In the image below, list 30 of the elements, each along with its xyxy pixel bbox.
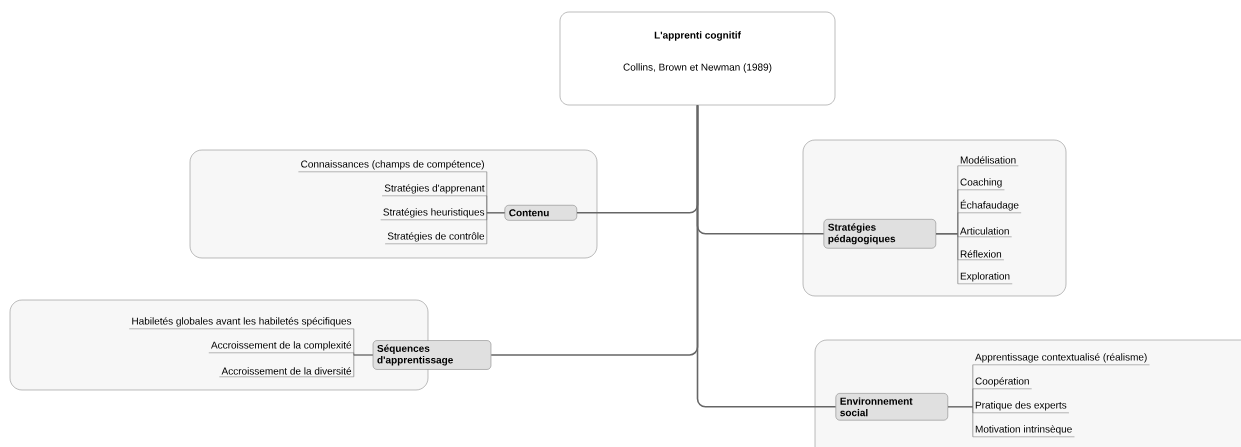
underlined-label: Habiletés globales avant les habiletés spécifiques: [129, 317, 354, 329]
underlined-label: Réflexion: [957, 250, 1005, 260]
underlined-label: Connaissances (champs de compétence): [298, 160, 487, 172]
underlined-label: Accroissement de la diversité: [219, 367, 354, 377]
underlined-label: Motivation intrinsèque: [972, 425, 1075, 437]
underlined-label: Stratégies d'apprenant: [381, 184, 487, 196]
topic-box: Stratégies pédagogiques: [823, 219, 936, 249]
group-panel: [189, 149, 598, 259]
group-panel: [814, 339, 1241, 447]
underlined-label: Modélisation: [957, 156, 1019, 166]
underlined-label: Stratégies de contrôle: [384, 232, 487, 244]
connector-line: [353, 354, 374, 378]
underlined-label: Échafaudage: [957, 199, 1022, 213]
underlined-label: Apprentissage contextualisé (réalisme): [972, 353, 1150, 365]
underlined-label: Exploration: [957, 272, 1013, 284]
underlined-label: Articulation: [957, 227, 1012, 237]
connector-line: [935, 233, 959, 285]
underlined-label: Pratique des experts: [972, 401, 1070, 413]
underlined-label: Accroissement de la complexité: [208, 341, 354, 353]
group-panel: [802, 139, 1067, 297]
connector-line: [486, 212, 505, 245]
underlined-label: Coaching: [957, 178, 1005, 190]
connector-line: [696, 104, 837, 408]
topic-box: Contenu: [504, 205, 577, 221]
root-box: L'apprenti cognitif Collins, Brown et Newman (1989): [559, 11, 836, 106]
topic-box: Environnement social: [835, 393, 948, 421]
underlined-label: Stratégies heuristiques: [380, 208, 487, 220]
underlined-label: Coopération: [972, 377, 1032, 389]
topic-box: Séquences d'apprentissage: [372, 340, 492, 370]
connector-line: [947, 406, 974, 438]
